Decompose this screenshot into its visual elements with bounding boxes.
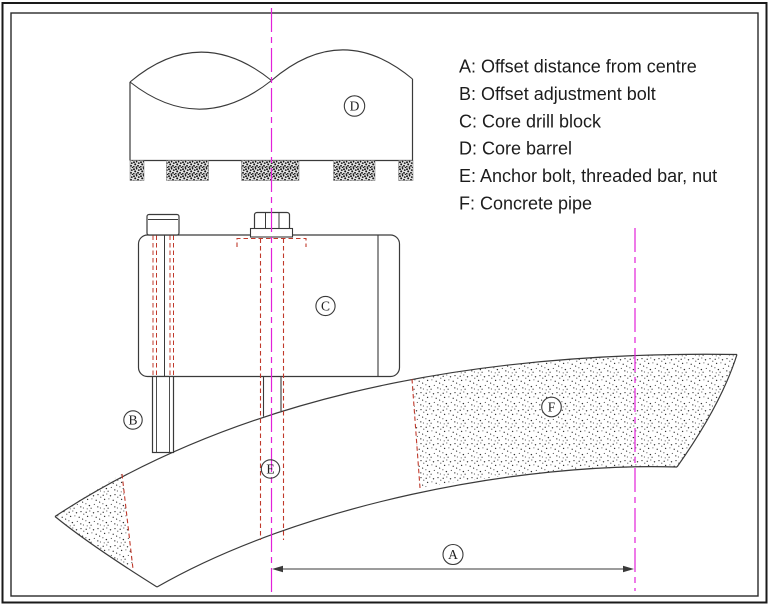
anchor-bolt-hidden-lines	[259, 238, 285, 540]
legend-item-f: F: Concrete pipe	[459, 194, 592, 214]
callout-F-letter: F	[548, 400, 556, 415]
callout-E: E	[260, 459, 281, 479]
core-drill-block-view	[137, 211, 401, 454]
drill-bit-segment	[398, 160, 414, 181]
callout-A: A	[442, 543, 464, 566]
drill-bit-segment	[129, 160, 145, 181]
legend-item-c: C: Core drill block	[459, 111, 602, 131]
callout-C-letter: C	[321, 299, 330, 314]
callout-B: B	[123, 410, 143, 430]
pipe-inner-surface	[156, 466, 678, 588]
pipe-left-end-face	[54, 516, 158, 588]
legend-item-b: B: Offset adjustment bolt	[459, 84, 656, 104]
anchor-bolt-shank-lines	[262, 377, 282, 417]
barrel-lens-arc-bottom	[129, 80, 272, 110]
legend-item-e: E: Anchor bolt, threaded bar, nut	[459, 166, 717, 186]
pipe-outer-surface	[54, 353, 738, 518]
callout-A-circle	[442, 543, 464, 566]
concrete-pipe-section	[54, 353, 738, 588]
barrel-dome-arc	[271, 49, 413, 81]
callout-A-letter: A	[448, 547, 458, 562]
legend-item-a: A: Offset distance from centre	[459, 57, 697, 77]
pipe-cut-boundary-left	[121, 473, 134, 570]
drill-bit-segment	[241, 160, 300, 181]
legend: A: Offset distance from centre B: Offset…	[459, 57, 717, 214]
callout-C-circle	[315, 295, 336, 317]
pipe-concrete-fill-right	[412, 354, 737, 488]
callout-E-letter: E	[266, 462, 274, 477]
callouts: D C B E F A	[123, 95, 562, 566]
outer-page-border	[1, 2, 768, 604]
dimension-arrow-left	[272, 565, 283, 573]
offset-bolt-hidden-lines	[152, 235, 174, 376]
pipe-right-end-face	[676, 354, 738, 468]
drill-bit-segment	[166, 160, 209, 181]
legend-item-d: D: Core barrel	[459, 139, 572, 159]
callout-D: D	[343, 95, 366, 117]
dimension-arrow-right	[623, 565, 634, 573]
callout-D-circle	[343, 95, 366, 117]
callout-B-letter: B	[128, 413, 137, 428]
callout-E-circle	[260, 459, 281, 479]
offset-bolt-shank	[151, 375, 175, 454]
core-drill-block-body	[137, 234, 401, 378]
callout-F: F	[541, 396, 562, 418]
callout-D-letter: D	[350, 99, 360, 114]
anchor-recess-hidden-outline	[236, 237, 307, 247]
offset-bolt-head	[146, 213, 180, 236]
pipe-concrete-fill-left	[55, 474, 133, 569]
drawing-frame	[10, 12, 759, 597]
pipe-cut-boundary-right	[411, 378, 421, 489]
drill-bit-segments	[129, 160, 414, 181]
callout-F-circle	[541, 396, 562, 418]
barrel-lens-arc-top	[129, 51, 272, 83]
dimension-A	[272, 565, 634, 573]
callout-B-circle	[123, 410, 143, 430]
callout-C: C	[315, 295, 336, 317]
drill-bit-segment	[333, 160, 376, 181]
